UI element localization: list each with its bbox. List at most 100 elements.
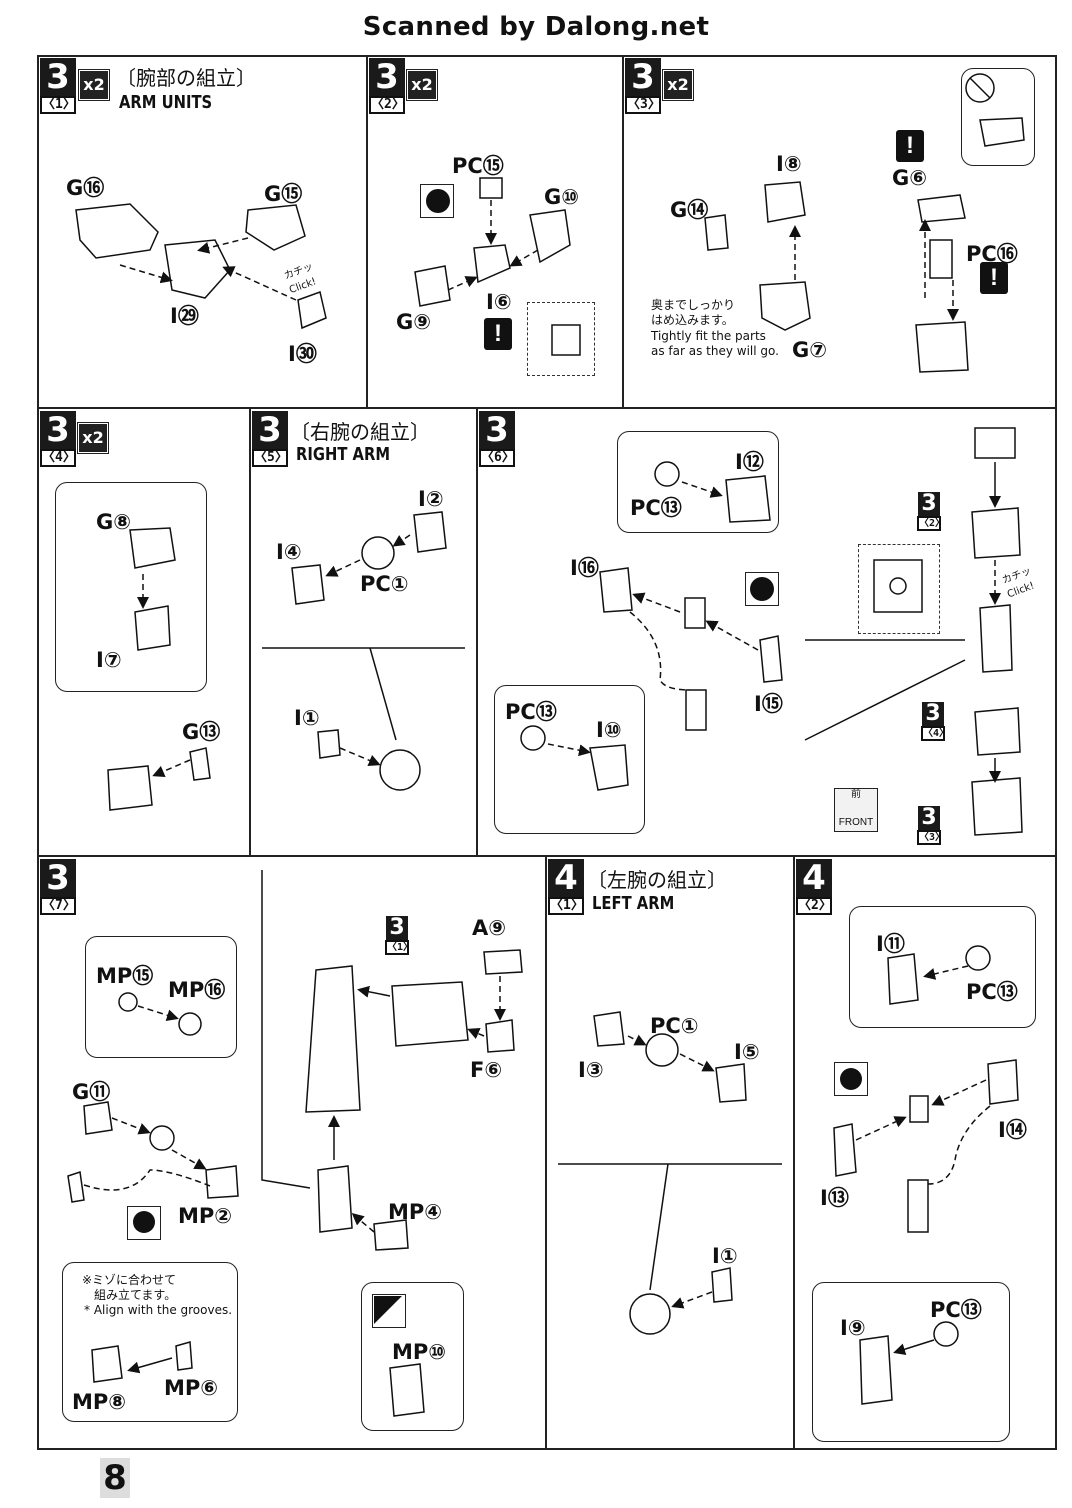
- part-label: I⑭: [998, 1118, 1027, 1142]
- part-label: I⑬: [820, 1186, 849, 1210]
- reference-badge: 3 〈4〉: [921, 702, 950, 741]
- step-title-en: RIGHT ARM: [296, 444, 391, 465]
- part-label: PC⑬: [966, 980, 1018, 1004]
- step-number: 3: [922, 702, 944, 726]
- step-badge: 3 〈6〉: [479, 411, 515, 467]
- step-sub: 〈4〉: [921, 726, 950, 741]
- part-label: I⑥: [486, 290, 512, 314]
- part-label: I⑮: [754, 692, 783, 716]
- multiplier-badge: x2: [406, 69, 438, 101]
- step-number: 3: [386, 916, 408, 940]
- step-number: 3: [40, 859, 76, 897]
- step-badge: 3 〈5〉: [252, 411, 288, 467]
- step-number: 3: [40, 58, 76, 96]
- step-sub: 〈1〉: [40, 96, 76, 114]
- scan-credit: Scanned by Dalong.net: [362, 12, 710, 42]
- step-number: 3: [625, 58, 661, 96]
- step-title-en: ARM UNITS: [119, 92, 213, 113]
- step-number: 3: [40, 411, 76, 449]
- step-sub: 〈6〉: [479, 449, 515, 467]
- part-label: G⑨: [396, 310, 432, 334]
- detail-inset: [849, 906, 1036, 1028]
- reference-badge: 3 〈1〉: [385, 916, 414, 955]
- part-label: I①: [712, 1244, 738, 1268]
- part-label: G⑬: [182, 720, 221, 744]
- part-label: PC⑬: [505, 700, 557, 724]
- row-divider-1: [37, 407, 1057, 409]
- part-label: G⑧: [96, 510, 132, 534]
- part-label: I⑪: [876, 932, 905, 956]
- part-label: I③: [578, 1058, 604, 1082]
- step-sub: 〈1〉: [385, 940, 414, 955]
- part-label: I⑫: [735, 450, 764, 474]
- front-indicator: 前 FRONT: [834, 788, 878, 832]
- step-sub: 〈3〉: [625, 96, 661, 114]
- step-number: 3: [918, 806, 940, 830]
- part-label: MP②: [178, 1204, 233, 1228]
- part-label: G⑪: [72, 1080, 111, 1104]
- part-label: I⑤: [734, 1040, 760, 1064]
- part-label: G⑯: [66, 176, 105, 200]
- step-badge: 3 〈4〉: [40, 411, 76, 467]
- part-label: MP⑩: [392, 1340, 447, 1364]
- detail-inset: [812, 1282, 1010, 1442]
- part-label: MP⑥: [164, 1376, 219, 1400]
- caution-icon: !: [484, 318, 512, 350]
- part-label: G⑩: [544, 185, 580, 209]
- col-divider: [249, 407, 251, 855]
- col-divider: [366, 55, 368, 407]
- step-number: 4: [548, 859, 584, 897]
- step-number: 4: [796, 859, 832, 897]
- step-title-jp: 〔腕部の組立〕: [116, 66, 256, 90]
- part-label: MP⑮: [96, 964, 154, 988]
- part-label: MP⑧: [72, 1390, 127, 1414]
- step-number: 3: [918, 492, 940, 516]
- part-label: G⑦: [792, 338, 828, 362]
- step-sub: 〈4〉: [40, 449, 76, 467]
- instruction-sheet: [37, 55, 1057, 1450]
- part-label: I⑨: [840, 1316, 866, 1340]
- front-label: FRONT: [838, 817, 874, 828]
- step-sub: 〈2〉: [369, 96, 405, 114]
- col-divider: [793, 855, 795, 1450]
- multiplier-badge: x2: [77, 422, 109, 454]
- step-badge: 4 〈2〉: [796, 859, 832, 915]
- multiplier-badge: x2: [78, 69, 110, 101]
- step-badge: 4 〈1〉: [548, 859, 584, 915]
- step-title-en: LEFT ARM: [592, 893, 675, 914]
- part-label: I㉚: [288, 342, 317, 366]
- groove-note-en: * Align with the grooves.: [84, 1303, 233, 1317]
- caution-icon: !: [980, 262, 1008, 294]
- step-title-jp: 〔右腕の組立〕: [290, 420, 430, 444]
- col-divider: [545, 855, 547, 1450]
- step-sub: 〈7〉: [40, 897, 76, 915]
- page-number: 8: [100, 1458, 130, 1498]
- part-label: PC⑬: [930, 1298, 982, 1322]
- step-sub: 〈3〉: [917, 830, 946, 845]
- reference-badge: 3 〈3〉: [917, 806, 946, 845]
- part-label: A⑨: [472, 916, 507, 940]
- step-sub: 〈2〉: [917, 516, 946, 531]
- col-divider: [476, 407, 478, 855]
- col-divider: [622, 55, 624, 407]
- reference-badge: 3 〈2〉: [917, 492, 946, 531]
- part-label: I④: [276, 540, 302, 564]
- step-number: 3: [369, 58, 405, 96]
- part-label: F⑥: [470, 1058, 503, 1082]
- step-badge: 3 〈3〉: [625, 58, 661, 114]
- part-label: PC⑬: [630, 496, 682, 520]
- part-label: I①: [294, 706, 320, 730]
- front-label-jp: 前: [851, 789, 861, 800]
- part-label: G⑮: [264, 182, 303, 206]
- part-label: I⑯: [570, 556, 599, 580]
- step-title-jp: 〔左腕の組立〕: [587, 868, 727, 892]
- part-label: I⑦: [96, 648, 122, 672]
- multiplier-badge: x2: [662, 69, 694, 101]
- groove-note-jp: ※ミゾに合わせて 組み立てます。: [82, 1273, 177, 1302]
- part-label: PC⑮: [452, 154, 504, 178]
- prohibited-inset: [961, 68, 1035, 166]
- step-sub: 〈2〉: [796, 897, 832, 915]
- fit-note-jp: 奥までしっかり はめ込みます。: [651, 298, 736, 327]
- part-label: PC①: [360, 572, 409, 596]
